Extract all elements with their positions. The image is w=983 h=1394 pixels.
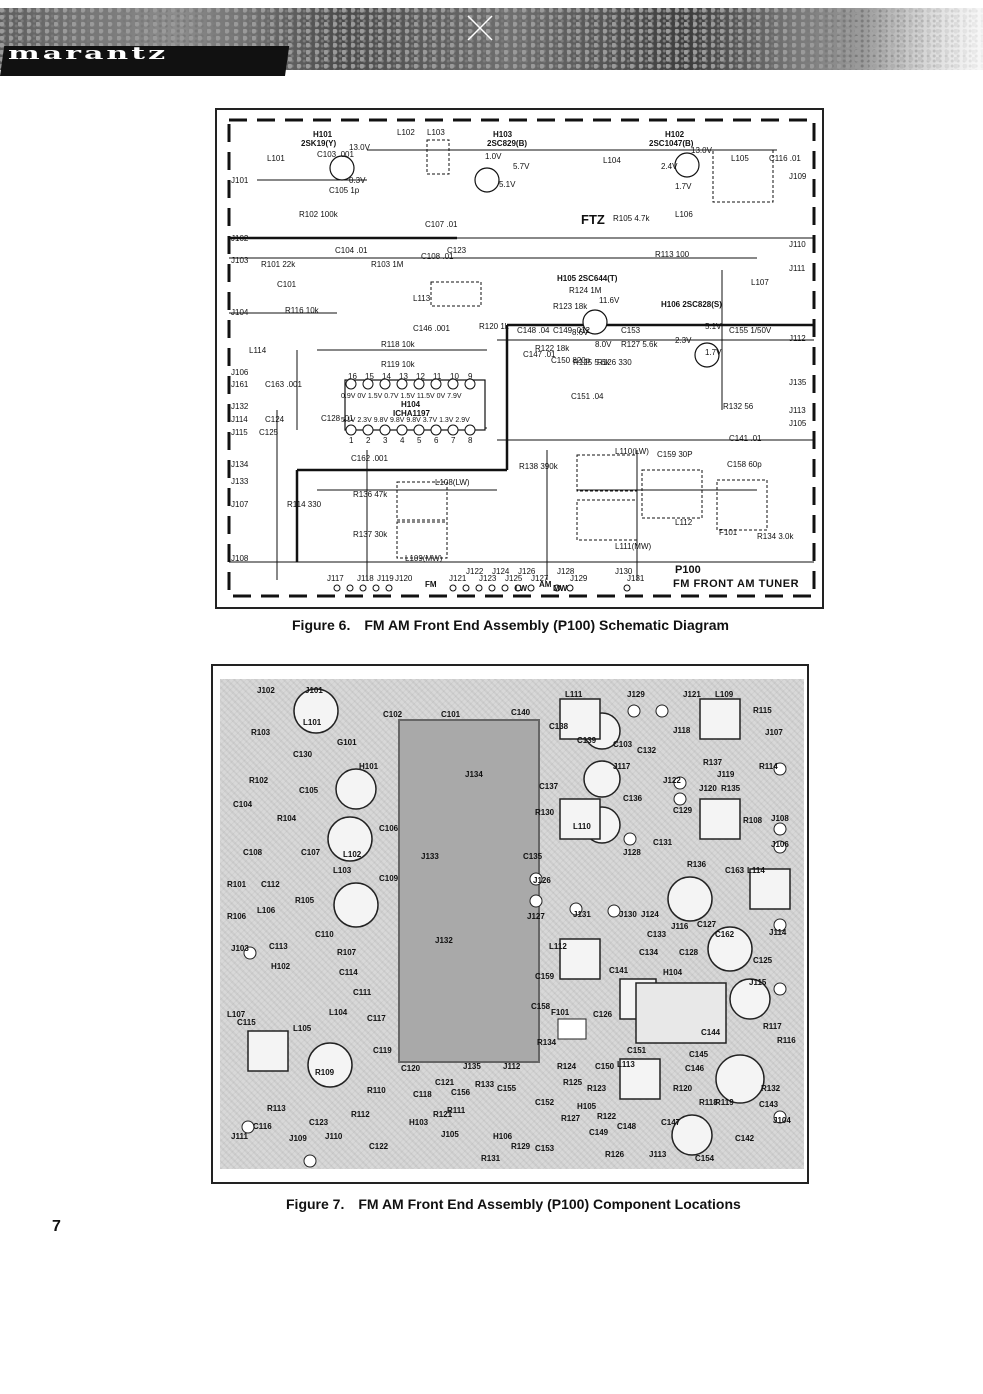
brand-logo: marantz — [8, 44, 169, 64]
figure-7-caption: Figure 7. FM AM Front End Assembly (P100)… — [286, 1196, 741, 1212]
figure-7-title: FM AM Front End Assembly (P100) Componen… — [358, 1196, 741, 1212]
ic-h104-label: H104 — [401, 400, 421, 409]
circuit-board-photo — [220, 679, 804, 1169]
transistor-h101-type: 2SK19(Y) — [301, 139, 337, 148]
transistor-h101-label: H101 — [313, 130, 333, 139]
transistor-h105-label: H105 2SC644(T) — [557, 274, 618, 283]
tuner-label: FM FRONT AM TUNER — [673, 578, 800, 590]
transistor-h103-type: 2SC829(B) — [487, 139, 528, 148]
board-components — [241, 688, 791, 1168]
ftz-label: FTZ — [581, 212, 605, 227]
transistor-h103-label: H103 — [493, 130, 513, 139]
figure-6-caption: Figure 6. FM AM Front End Assembly (P100)… — [292, 617, 729, 633]
component-location-board: J102 J101 L101 C101 C140 L111 J129 J121 … — [211, 664, 809, 1184]
x-mark-icon — [467, 15, 493, 41]
figure-6-number: Figure 6. — [292, 617, 351, 633]
header-banner: marantz — [0, 0, 983, 82]
transistor-h102-label: H102 — [665, 130, 685, 139]
figure-7-number: Figure 7. — [286, 1196, 345, 1212]
p100-label: P100 — [675, 564, 701, 576]
schematic-diagram: H101 2SK19(Y) H103 2SC829(B) H102 2SC104… — [215, 108, 824, 609]
page-number: 7 — [52, 1218, 61, 1235]
figure-6-title: FM AM Front End Assembly (P100) Schemati… — [364, 617, 729, 633]
shield-plate — [398, 719, 540, 1063]
transistor-h102-type: 2SC1047(B) — [649, 139, 694, 148]
transistor-h106-label: H106 2SC828(S) — [661, 300, 722, 309]
ic-h104-type: ICHA1197 — [393, 409, 430, 418]
schematic-wiring — [227, 118, 816, 598]
